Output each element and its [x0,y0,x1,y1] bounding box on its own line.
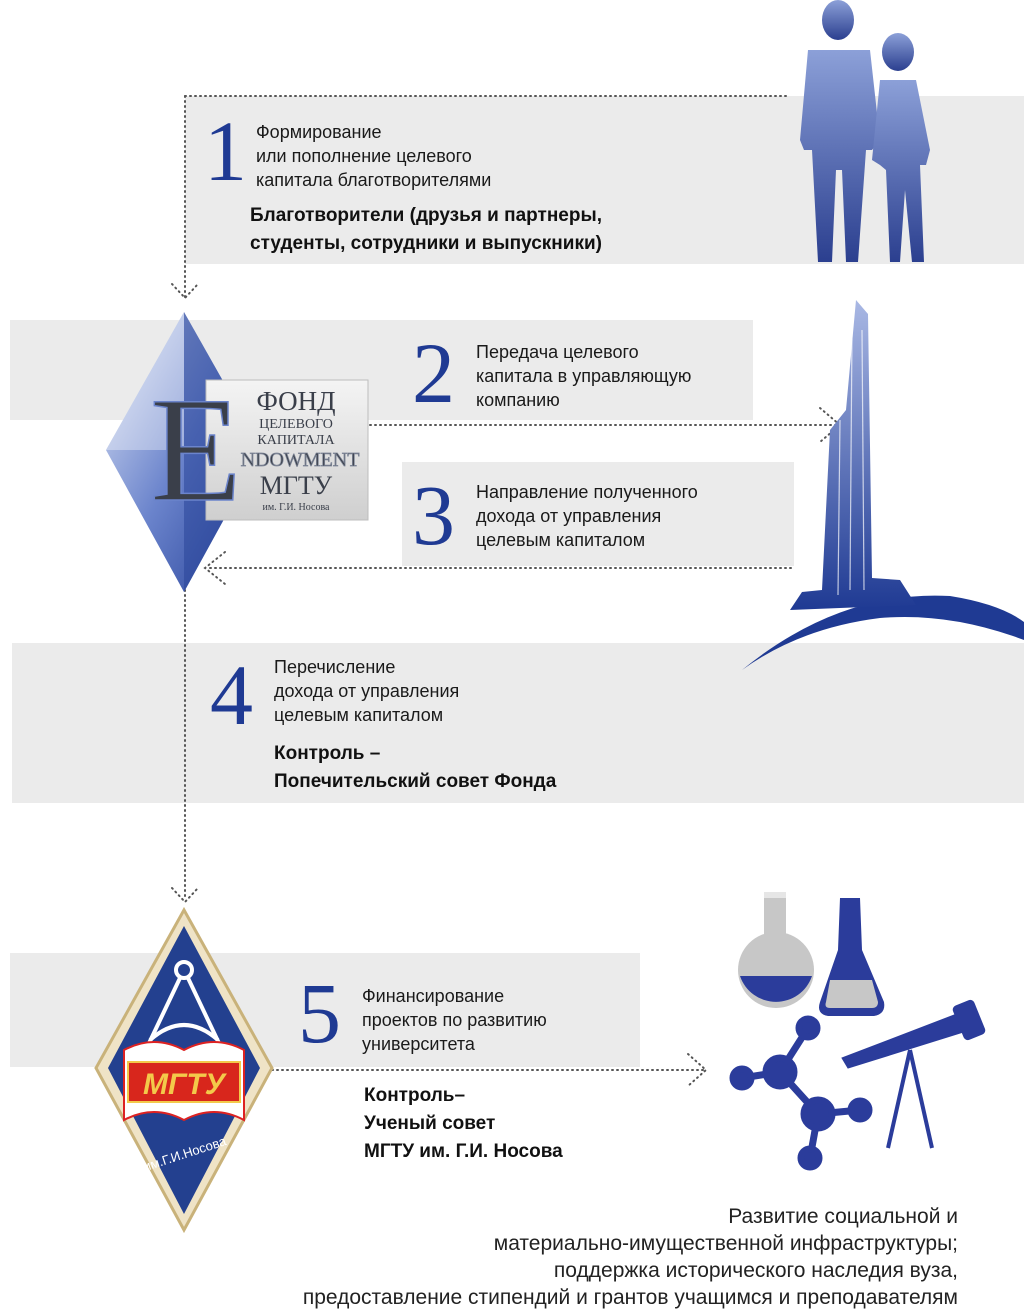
step-1-actors-line: студенты, сотрудники и выпускники) [250,233,602,254]
step-5-line: проектов по развитию [362,1010,547,1030]
outcomes-line: Развитие социальной и [728,1205,958,1228]
down-arrow-4 [171,887,199,904]
step-5-control-line: Контроль– [364,1085,466,1106]
step-4-control-line: Контроль – [274,743,381,764]
endowment-line: МГТУ [260,471,333,500]
step-1-description: Формирование или пополнение целевого кап… [256,120,491,192]
outcomes-text: Развитие социальной и материально-имущес… [303,1203,958,1311]
down-arrow-1 [171,283,199,300]
step-3-number: 3 [412,467,455,563]
step-1-line: капитала благотворителями [256,170,492,190]
endowment-line: ФОНД [256,386,335,416]
step-4-description: Перечисление дохода от управления целевы… [274,655,459,727]
endowment-letter: E [150,367,242,533]
step-5-description: Финансирование проектов по развитию унив… [362,984,547,1056]
step-5-control-line: Ученый совет [364,1113,496,1134]
step-4-control: Контроль – Попечительский совет Фонда [274,740,556,796]
step-4-control-line: Попечительский совет Фонда [274,771,557,792]
step-1-actors-line: Благотворители (друзья и партнеры, [250,205,602,226]
step-2-line: капитала в управляющую [476,366,692,386]
endowment-line: NDOWMENT [241,449,360,471]
step-3-line: Направление полученного [476,482,698,502]
right-arrow-5 [687,1053,708,1087]
step-3-line: дохода от управления [476,506,662,526]
endowment-line: им. Г.И. Носова [263,502,331,513]
outcomes-line: поддержка исторического наследия вуза, [553,1259,958,1282]
step-4-line: Перечисление [274,657,396,677]
endowment-line: ЦЕЛЕВОГО [259,417,333,432]
step-2-line: компанию [476,390,560,410]
step-5-line: Финансирование [362,986,505,1006]
step-1-number: 1 [204,103,247,199]
telescope-icon [841,999,986,1149]
step-5-control: Контроль– Ученый совет МГТУ им. Г.И. Нос… [364,1082,563,1166]
step-4-number: 4 [210,647,253,743]
step-4-line: дохода от управления [274,681,460,701]
step-5-line: университета [362,1034,475,1054]
round-flask-icon [738,892,814,1008]
left-arrow-3 [203,551,226,585]
conical-flask-icon [819,898,885,1016]
step-1-actors: Благотворители (друзья и партнеры, студе… [250,202,602,258]
step-3-line: целевым капиталом [476,530,646,550]
molecule-icon [729,1015,873,1171]
step-3-description: Направление полученного дохода от управл… [476,480,698,552]
step-1-line: или пополнение целевого [256,146,472,166]
university-logo-title: МГТУ [143,1068,228,1101]
step-2-number: 2 [412,325,455,421]
endowment-line: КАПИТАЛА [257,433,335,448]
step-5-number: 5 [298,965,341,1061]
step-4-band [12,643,1024,803]
outcomes-line: предоставление стипендий и грантов учащи… [302,1286,958,1309]
step-2-description: Передача целевого капитала в управляющую… [476,340,691,412]
step-3-band [402,462,794,566]
step-5-control-line: МГТУ им. Г.И. Носова [364,1141,563,1162]
step-1-line: Формирование [256,122,382,142]
step-2-line: Передача целевого [476,342,639,362]
step-4-line: целевым капиталом [274,705,444,725]
outcomes-line: материально-имущественной инфраструктуры… [493,1232,958,1255]
